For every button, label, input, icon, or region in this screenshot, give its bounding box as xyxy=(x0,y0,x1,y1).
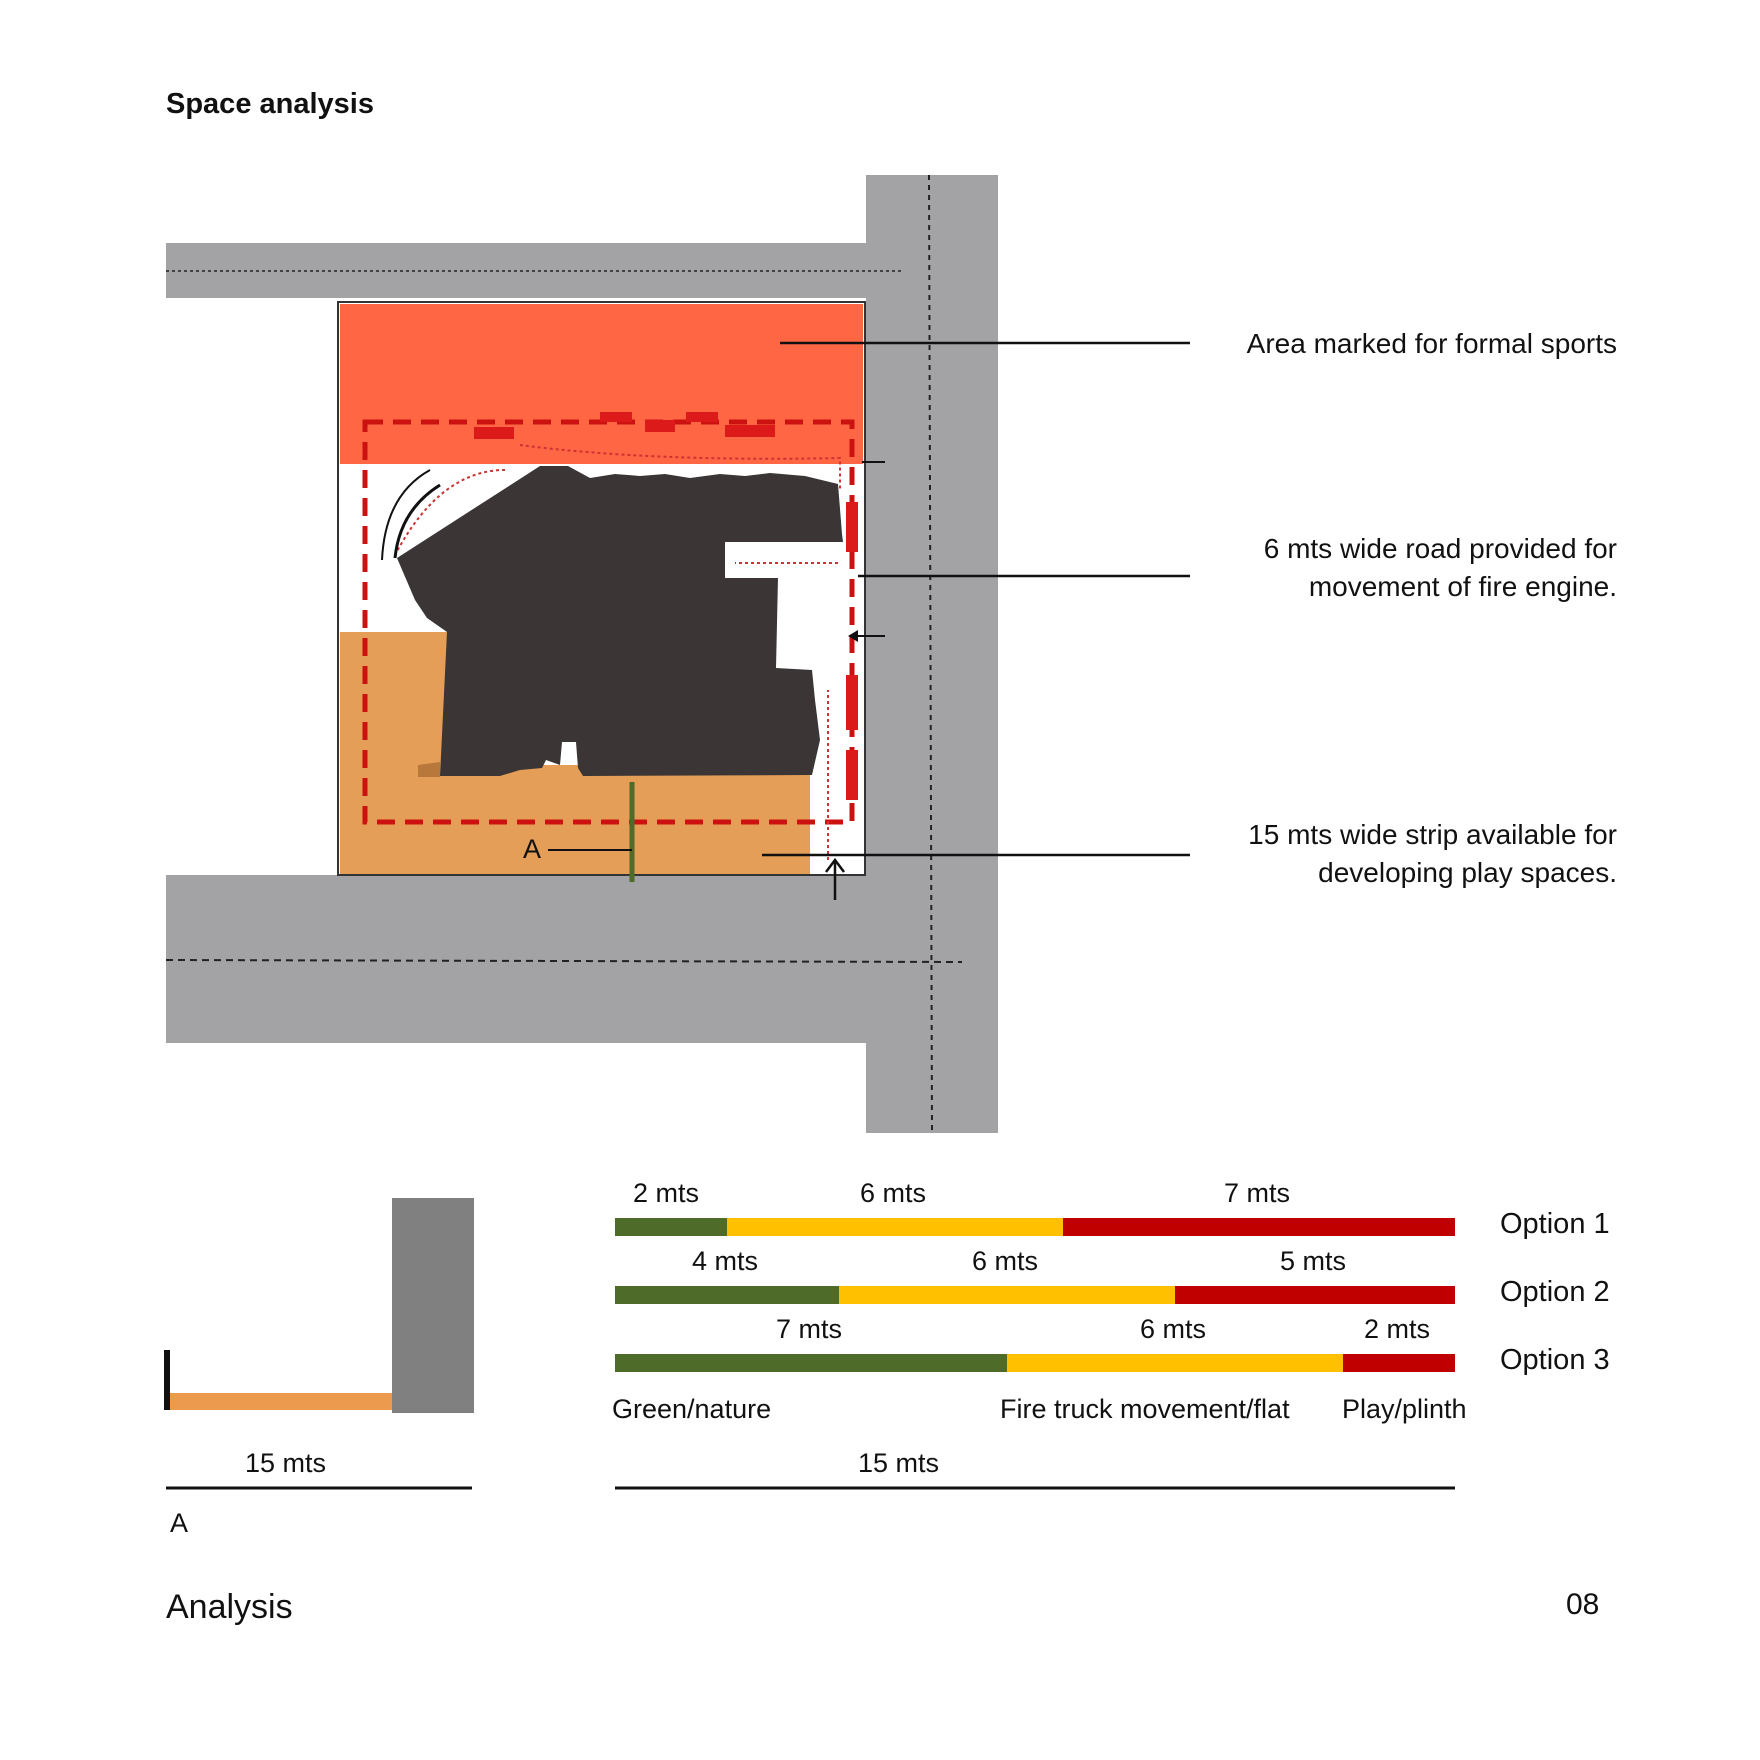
entry-arrowhead-east-2 xyxy=(848,630,858,642)
option-2-segment-label-green: 4 mts xyxy=(692,1246,759,1276)
formal-sports-area xyxy=(340,304,863,464)
section-a-title: A xyxy=(170,1508,189,1538)
option-1-segment-green xyxy=(615,1218,727,1236)
driveway-curve-2 xyxy=(381,469,431,561)
driveway-curve-1 xyxy=(393,483,441,559)
option-1-segment-fire xyxy=(727,1218,1063,1236)
option-2-segment-label-fire: 6 mts xyxy=(972,1246,1039,1276)
footer-section-title: Analysis xyxy=(166,1588,293,1626)
option-2-segment-play xyxy=(1175,1286,1455,1304)
building-notch xyxy=(418,762,440,777)
option-1-label: Option 1 xyxy=(1500,1208,1610,1240)
options-bars xyxy=(615,1218,1455,1372)
option-2-label: Option 2 xyxy=(1500,1276,1610,1308)
option-1-segment-label-green: 2 mts xyxy=(633,1178,700,1208)
section-a-ground xyxy=(170,1393,392,1410)
callout-fire-road-line2: movement of fire engine. xyxy=(1308,571,1617,602)
callout-fire-road-line1: 6 mts wide road provided for xyxy=(1263,533,1617,564)
entry-arrowhead-south xyxy=(825,857,845,873)
fire-route-path-west xyxy=(394,469,506,556)
option-3-segment-play xyxy=(1343,1354,1455,1372)
page-title: Space analysis xyxy=(166,88,374,120)
building-footprint xyxy=(397,466,843,776)
fire-road-parking-marks xyxy=(474,412,858,800)
option-3-segment-green xyxy=(615,1354,1007,1372)
section-a-width-label: 15 mts xyxy=(245,1448,327,1478)
fire-road-boundary xyxy=(362,419,855,825)
option-1-segment-label-fire: 6 mts xyxy=(860,1178,927,1208)
section-a-marker: A xyxy=(523,834,542,864)
section-a-building xyxy=(392,1198,474,1413)
callout-play-strip-line2: developing play spaces. xyxy=(1318,857,1617,888)
road-bottom xyxy=(166,875,871,1043)
page-number: 08 xyxy=(1566,1588,1600,1621)
option-3-label: Option 3 xyxy=(1500,1344,1610,1376)
legend-green: Green/nature xyxy=(612,1394,772,1424)
option-1-segment-label-play: 7 mts xyxy=(1224,1178,1291,1208)
option-3-segment-label-play: 2 mts xyxy=(1364,1314,1431,1344)
road-bottom-centerline xyxy=(165,959,963,963)
legend-play: Play/plinth xyxy=(1342,1394,1467,1424)
play-strip-south xyxy=(340,778,810,874)
callout-play-strip-line1: 15 mts wide strip available for xyxy=(1248,819,1617,850)
option-2-segment-green xyxy=(615,1286,839,1304)
callout-sports: Area marked for formal sports xyxy=(1246,328,1617,359)
options-total-label: 15 mts xyxy=(858,1448,940,1478)
road-right xyxy=(866,175,998,1133)
section-a-boundary xyxy=(164,1350,170,1410)
option-2-segment-fire xyxy=(839,1286,1175,1304)
option-2-segment-label-play: 5 mts xyxy=(1280,1246,1347,1276)
option-3-segment-label-green: 7 mts xyxy=(776,1314,843,1344)
option-1-segment-play xyxy=(1063,1218,1455,1236)
option-3-segment-fire xyxy=(1007,1354,1343,1372)
legend-fire: Fire truck movement/flat xyxy=(1000,1394,1290,1424)
road-top xyxy=(166,243,871,298)
option-3-segment-label-fire: 6 mts xyxy=(1140,1314,1207,1344)
fire-route-path-north xyxy=(519,444,841,490)
